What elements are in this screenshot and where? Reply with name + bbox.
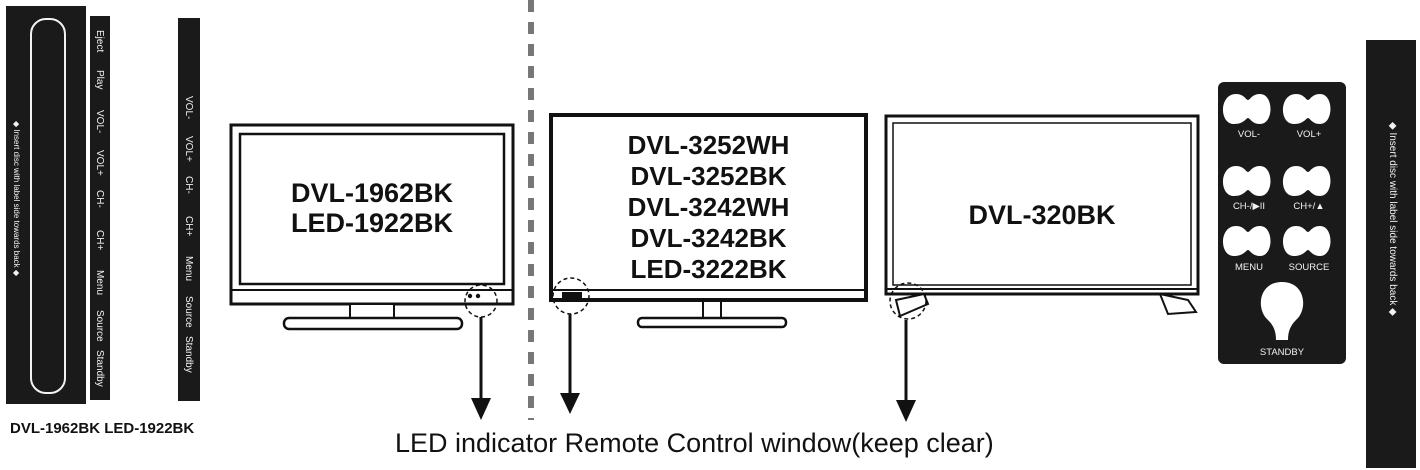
model-label: DVL-3252WH (627, 130, 790, 160)
ch-plus-label: CH+/▲ (1293, 201, 1325, 212)
model-label: LED-1922BK (290, 208, 454, 238)
vol-minus-label: VOL- (1237, 129, 1261, 140)
model-label: DVL-3252BK (630, 161, 787, 191)
disc-slot-outline (30, 18, 66, 394)
monitor-1-models: DVL-1962BK LED-1922BK (240, 178, 504, 238)
monitor-3-models: DVL-320BK (893, 200, 1191, 231)
model-label: DVL-320BK (968, 200, 1116, 230)
bottom-caption: LED indicator Remote Control window(keep… (395, 428, 994, 458)
model-label: DVL-1962BK (290, 178, 454, 208)
monitor-3 (884, 114, 1200, 422)
model-label: DVL-3242BK (630, 223, 787, 253)
left-model-caption: DVL-1962BK LED-1922BK (10, 420, 195, 437)
model-label: DVL-3242WH (627, 192, 790, 222)
disc-slot-strip-left: ◆ Insert disc with label side towards ba… (6, 6, 86, 404)
ch-minus-label: CH-/▶II (1232, 201, 1266, 212)
vol-plus-label: VOL+ (1296, 129, 1322, 140)
standby-label: STANDBY (1259, 347, 1305, 358)
menu-label: MENU (1235, 262, 1263, 273)
monitor-1 (229, 123, 515, 420)
monitor-2 (549, 113, 868, 414)
source-label: SOURCE (1288, 262, 1330, 273)
monitor-2-models: DVL-3252WH DVL-3252BK DVL-3242WH DVL-324… (553, 130, 864, 285)
disc-slot-strip-right: ◆ Insert disc with label side towards ba… (1366, 40, 1416, 468)
disc-insert-instruction: ◆ Insert disc with label side towards ba… (1387, 122, 1398, 316)
model-label: LED-3222BK (630, 254, 787, 284)
side-button-panel: VOL- VOL+ CH-/▶II CH+/▲ MENU SOURCE STAN… (1218, 82, 1346, 364)
